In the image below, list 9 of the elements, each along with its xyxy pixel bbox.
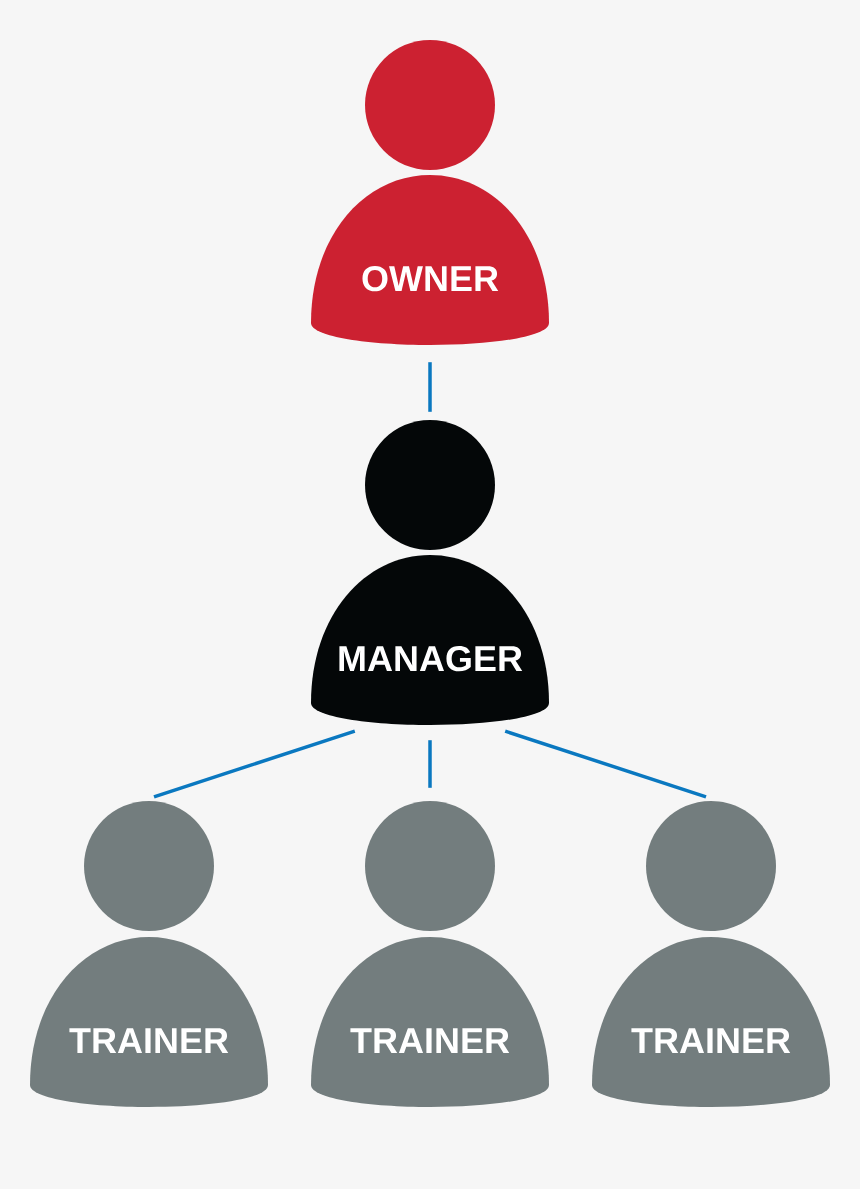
connector-line (153, 729, 356, 799)
connector-line (504, 729, 707, 799)
person-figure: OWNER (311, 40, 549, 345)
person-figure: TRAINER (311, 801, 549, 1107)
connector-line (428, 740, 432, 788)
person-figure: TRAINER (30, 801, 268, 1107)
person-figure: MANAGER (311, 420, 549, 725)
connector-line (428, 362, 432, 412)
person-figure: TRAINER (592, 801, 830, 1107)
